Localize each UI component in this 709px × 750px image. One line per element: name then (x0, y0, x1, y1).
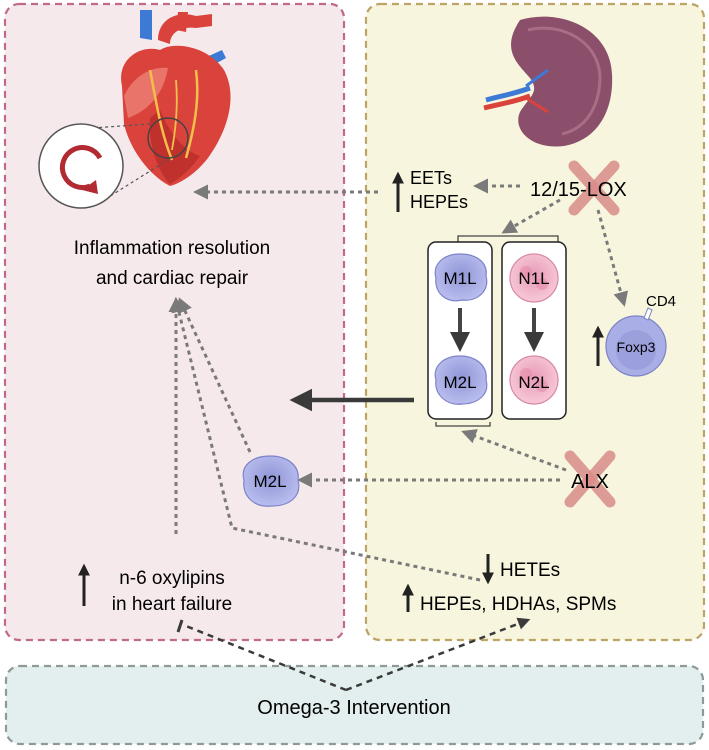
eets-label: EETs (410, 168, 452, 188)
arrow-m2l-to-resolution (178, 297, 252, 453)
zoom-line-bottom (103, 155, 175, 201)
kidney-icon (483, 16, 613, 147)
arrow-alx-to-cells (461, 429, 567, 472)
hepes-label-top: HEPEs (410, 192, 468, 212)
m2l-cell-icon (434, 355, 488, 405)
alx-label: ALX (571, 471, 609, 493)
m2l-free-cell-icon (242, 455, 300, 507)
m1l-label: M1L (443, 269, 476, 288)
title-line2: and cardiac repair (96, 268, 249, 289)
foxp3-cell-icon (605, 307, 667, 377)
foxp3-label: Foxp3 (617, 339, 656, 355)
zoom-line-top (91, 123, 151, 129)
m2l-free-label: M2L (253, 472, 286, 491)
lox-label: 12/15-LOX (530, 179, 627, 201)
n2l-cell-icon (509, 355, 559, 405)
inhibit-bar-n6 (176, 619, 184, 633)
arrow-lox-to-cells (501, 198, 561, 234)
alx-x-mark (564, 450, 616, 508)
n6-line1: n-6 oxylipins (119, 568, 225, 589)
hetes-label: HETEs (500, 560, 560, 581)
lox-x-mark (568, 160, 620, 216)
bracket-bottom (435, 422, 491, 427)
intervention-label: Omega-3 Intervention (257, 697, 450, 719)
n6-line2: in heart failure (112, 594, 232, 615)
arrow-hepes-to-resolution (171, 297, 481, 582)
bracket-top (457, 235, 559, 242)
title-line1: Inflammation resolution (74, 238, 270, 259)
n1l-cell-icon (509, 253, 559, 303)
n2l-label: N2L (518, 373, 549, 392)
arrow-lox-to-foxp3 (596, 209, 629, 307)
hepes-hdhas-spms-label: HEPEs, HDHAs, SPMs (420, 594, 616, 615)
m2l-label: M2L (443, 373, 476, 392)
rotation-circle (38, 123, 124, 209)
cd4-label: CD4 (646, 293, 676, 310)
inhibit-omega3-to-n6 (185, 624, 347, 692)
intervention-panel (4, 664, 705, 746)
n1l-label: N1L (518, 269, 549, 288)
m1l-cell-icon (434, 253, 488, 302)
heart-icon (121, 10, 231, 187)
